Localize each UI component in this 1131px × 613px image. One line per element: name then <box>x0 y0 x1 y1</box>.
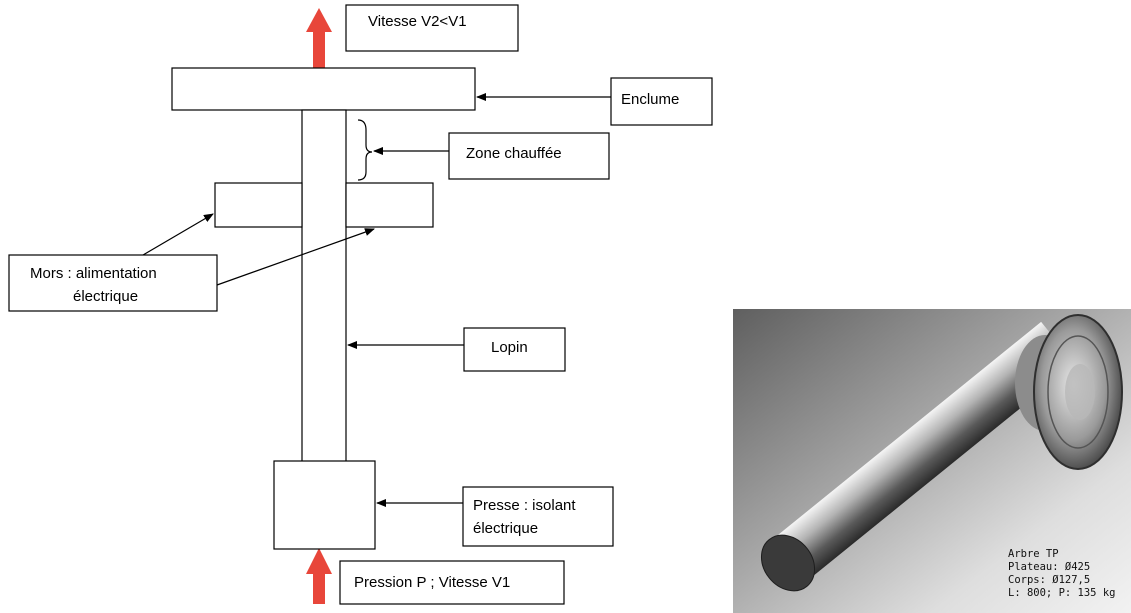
anvil-plate <box>171 67 476 111</box>
right-jaw <box>345 182 434 228</box>
vitesse-top-label: Vitesse V2<V1 <box>368 13 467 30</box>
mors-box <box>8 254 218 312</box>
zone-box <box>448 132 610 180</box>
presse-label-line1: Presse : isolant <box>473 497 576 514</box>
mors-label-line1: Mors : alimentation <box>30 265 157 282</box>
forged-shaft-photo: Arbre TP Plateau: Ø425 Corps: Ø127,5 L: … <box>733 309 1131 613</box>
lopin-label: Lopin <box>491 339 528 356</box>
top-velocity-arrow <box>306 8 332 68</box>
photo-caption-line3: Corps: Ø127,5 <box>1008 574 1090 586</box>
mors-label-line2: électrique <box>73 288 138 305</box>
pression-box <box>339 560 565 605</box>
zone-label: Zone chauffée <box>466 145 562 162</box>
mors-arrow-left-jaw <box>142 213 214 256</box>
pression-label: Pression P ; Vitesse V1 <box>354 574 510 591</box>
left-jaw <box>214 182 303 228</box>
photo-caption-line1: Arbre TP <box>1008 548 1059 560</box>
photo-caption-line2: Plateau: Ø425 <box>1008 561 1090 573</box>
presse-label-line2: électrique <box>473 520 538 537</box>
press-block <box>273 460 376 550</box>
workpiece-bar <box>301 109 347 463</box>
bottom-velocity-arrow <box>306 548 332 604</box>
enclume-box <box>610 77 713 126</box>
mors-arrow-right-jaw <box>216 228 375 286</box>
photo-caption-line4: L: 800; P: 135 kg <box>1008 587 1115 599</box>
heated-zone-brace <box>357 119 373 181</box>
presse-box <box>462 486 614 547</box>
lopin-box <box>463 327 566 372</box>
vitesse-top-box <box>345 4 519 52</box>
enclume-label: Enclume <box>621 91 679 108</box>
